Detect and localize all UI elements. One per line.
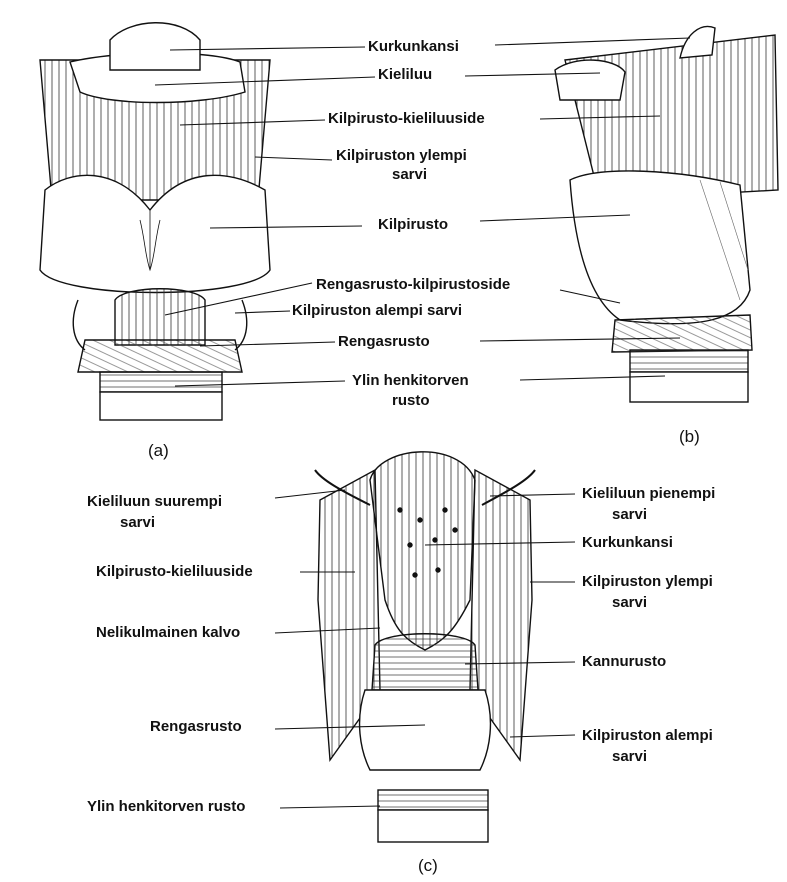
label-kurkunkansi-a: Kurkunkansi bbox=[368, 38, 459, 56]
trachea-ring-a1 bbox=[100, 372, 222, 392]
label-kieliluun-suurempi-sarvi-c-line1: Kieliluun suurempi bbox=[87, 493, 222, 511]
label-kilpiruston-alempi-sarvi-c-line2: sarvi bbox=[612, 748, 647, 766]
caption-panel-b: (b) bbox=[679, 427, 700, 447]
epiglottis-c bbox=[370, 452, 475, 650]
label-ylin-henkitorven-rusto-a-line2: rusto bbox=[392, 392, 430, 410]
cricoid-b bbox=[612, 315, 752, 352]
trachea-ring-b1 bbox=[630, 350, 748, 372]
label-kilpiruston-ylempi-sarvi-c-line1: Kilpiruston ylempi bbox=[582, 573, 713, 591]
label-kieliluun-suurempi-sarvi-c-line2: sarvi bbox=[120, 514, 155, 532]
label-kieliluun-pienempi-sarvi-c-line2: sarvi bbox=[612, 506, 647, 524]
epiglottis-b bbox=[680, 27, 715, 58]
arytenoid-c bbox=[372, 634, 478, 690]
label-nelikulmainen-kalvo-c: Nelikulmainen kalvo bbox=[96, 624, 240, 642]
trachea-ring-c2 bbox=[378, 810, 488, 842]
label-rengasrusto-c: Rengasrusto bbox=[150, 718, 242, 736]
label-rengasrusto-a: Rengasrusto bbox=[338, 333, 430, 351]
thyroid-cartilage-b bbox=[570, 171, 750, 324]
cricoid-a bbox=[78, 340, 242, 372]
label-kilpirusto-kieliluuside-a: Kilpirusto-kieliluuside bbox=[328, 110, 485, 128]
cricothyroid-ligament-a bbox=[115, 289, 205, 345]
caption-panel-a: (a) bbox=[148, 441, 169, 461]
label-kilpirusto-kieliluuside-c: Kilpirusto-kieliluuside bbox=[96, 563, 253, 581]
panel-c-drawing bbox=[315, 452, 535, 842]
label-kilpirusto-a: Kilpirusto bbox=[378, 216, 448, 234]
caption-panel-c: (c) bbox=[418, 856, 438, 876]
trachea-ring-a2 bbox=[100, 392, 222, 420]
epiglottis-a bbox=[110, 23, 200, 70]
label-kieliluun-pienempi-sarvi-c-line1: Kieliluun pienempi bbox=[582, 485, 715, 503]
label-ylin-henkitorven-rusto-a-line1: Ylin henkitorven bbox=[352, 372, 469, 390]
hyoid-bone-b bbox=[555, 60, 625, 100]
label-kannurusto-c: Kannurusto bbox=[582, 653, 666, 671]
label-rengasrusto-kilpirustoside-a: Rengasrusto-kilpirustoside bbox=[316, 276, 510, 294]
trachea-ring-c1 bbox=[378, 790, 488, 810]
label-kilpiruston-alempi-sarvi-a: Kilpiruston alempi sarvi bbox=[292, 302, 462, 320]
label-kilpiruston-ylempi-sarvi-a-line2: sarvi bbox=[392, 166, 427, 184]
label-kieliluu-a: Kieliluu bbox=[378, 66, 432, 84]
label-kilpiruston-alempi-sarvi-c-line1: Kilpiruston alempi bbox=[582, 727, 713, 745]
label-kilpiruston-ylempi-sarvi-a-line1: Kilpiruston ylempi bbox=[336, 147, 467, 165]
label-kilpiruston-ylempi-sarvi-c-line2: sarvi bbox=[612, 594, 647, 612]
panel-b-drawing bbox=[555, 27, 778, 402]
cricoid-c bbox=[360, 690, 491, 770]
label-kurkunkansi-c: Kurkunkansi bbox=[582, 534, 673, 552]
label-ylin-henkitorven-rusto-c: Ylin henkitorven rusto bbox=[87, 798, 245, 816]
